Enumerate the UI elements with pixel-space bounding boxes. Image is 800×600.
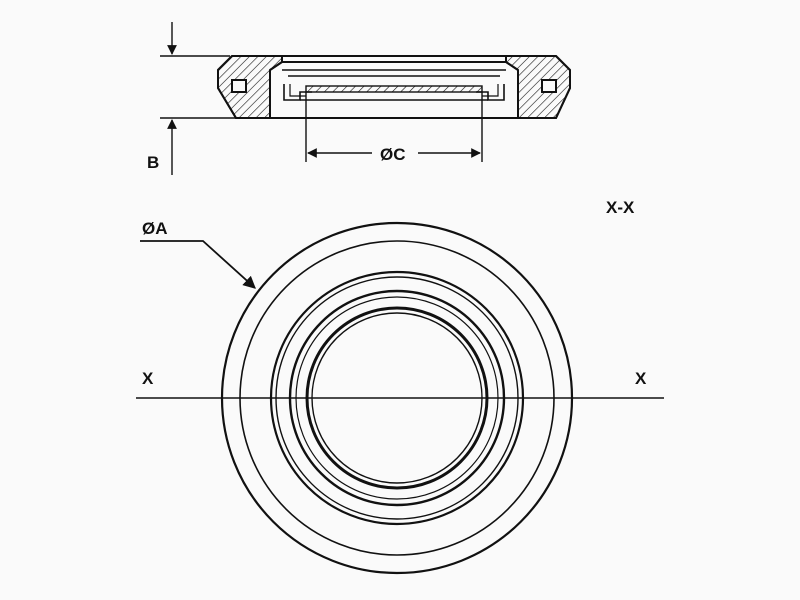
- section-label: X-X: [606, 198, 635, 217]
- axis-label-left: X: [142, 369, 154, 388]
- dimension-b: [160, 22, 236, 175]
- inner-recess: [269, 61, 519, 71]
- dimension-a-leader: [140, 240, 256, 289]
- left-flange-hatch: [217, 55, 283, 119]
- section-view: [217, 55, 571, 119]
- dimension-c-label: ØC: [380, 145, 406, 164]
- dimension-c: [305, 92, 483, 162]
- dimension-b-label: B: [147, 153, 159, 172]
- axis-label-right: X: [635, 369, 647, 388]
- window-element: [305, 85, 483, 93]
- dimension-a-label: ØA: [142, 219, 168, 238]
